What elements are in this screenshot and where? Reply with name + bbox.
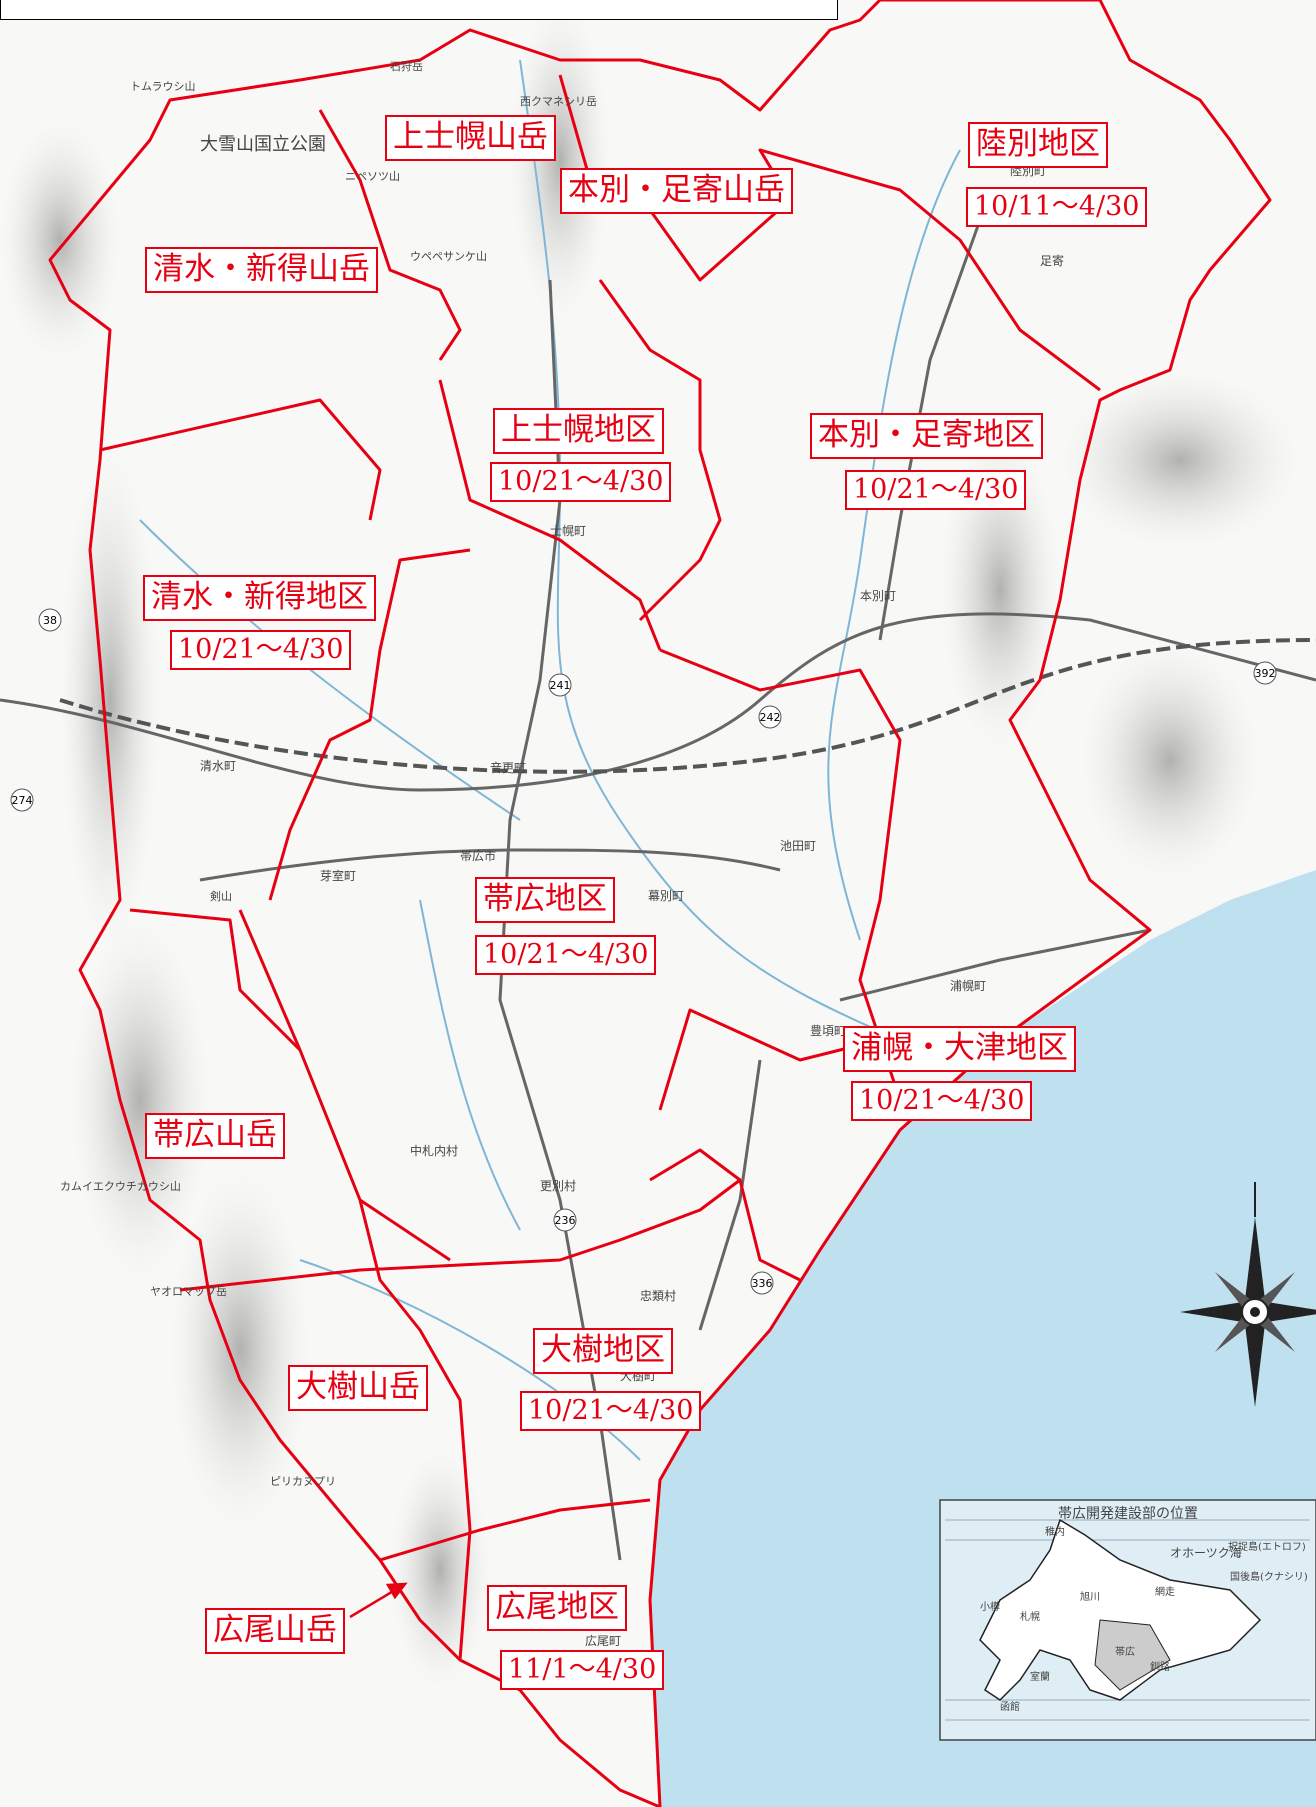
period-taiki: 10/21～4/30 [520, 1391, 702, 1431]
route-shield-241: 241 [548, 673, 572, 697]
mountain-label-tomuraushi: トムラウシ山 [130, 80, 195, 93]
mountain-label-nipesotsu: ニペソツ山 [345, 170, 400, 183]
inset-city-wakkanai: 稚内 [1045, 1525, 1065, 1538]
town-label-otofuke: 音更町 [490, 760, 526, 775]
mountain-label-kamuiekuuchikaushi: カムイエクウチカウシ山 [60, 1180, 181, 1193]
mountain-label-yaoromappu: ヤオロマップ岳 [150, 1285, 227, 1298]
svg-text:242: 242 [760, 711, 781, 724]
town-label-makubetsu: 幕別町 [648, 889, 684, 903]
svg-text:38: 38 [43, 614, 57, 627]
period-hiroo: 11/1～4/30 [500, 1650, 665, 1690]
mountain-label-tsurugi: 剣山 [210, 890, 232, 903]
town-label-urahoro: 浦幌町 [950, 978, 986, 993]
town-label-shihoro: 士幌町 [550, 523, 586, 538]
inset-city-sapporo: 札幌 [1020, 1610, 1040, 1623]
region-label-obihiro-mountain: 帯広山岳 [145, 1113, 285, 1159]
route-shield-392: 392 [1253, 661, 1277, 685]
town-label-churui: 忠類村 [640, 1289, 676, 1303]
region-label-shimizu-shintoku: 清水・新得地区 [143, 575, 376, 621]
route-shield-38: 38 [38, 608, 62, 632]
district-outer-boundary [48, 0, 1272, 1807]
region-label-taiki-mountain: 大樹山岳 [288, 1365, 428, 1411]
title-box-empty [0, 0, 838, 20]
svg-text:274: 274 [12, 794, 33, 807]
region-label-urahoro-otsu: 浦幌・大津地区 [843, 1026, 1076, 1072]
period-shimizu-shintoku: 10/21～4/30 [170, 630, 352, 670]
period-rikubetsu: 10/11～4/30 [966, 187, 1148, 227]
inset-city-kushiro: 釧路 [1150, 1660, 1170, 1673]
route-shields: 38 241 242 236 336 274 392 [10, 608, 1277, 1295]
route-shield-236: 236 [553, 1208, 577, 1232]
inset-title: 帯広開発建設部の位置 [1058, 1506, 1198, 1522]
town-label-memuro: 芽室町 [320, 868, 356, 883]
region-boundaries [48, 0, 1272, 1807]
svg-text:392: 392 [1255, 667, 1276, 680]
town-label-honbetsu: 本別町 [860, 589, 896, 603]
hokkaido-outline [979, 1518, 1262, 1701]
period-honbetsu-ashoro: 10/21～4/30 [845, 470, 1027, 510]
town-label-hiroo: 広尾町 [585, 1634, 621, 1648]
expressway [59, 638, 1316, 774]
inset-city-otaru: 小樽 [980, 1600, 1000, 1613]
region-label-shimizu-shintoku-mountain: 清水・新得山岳 [145, 247, 378, 293]
inset-island-kunashiri: 国後島(クナシリ) [1230, 1570, 1308, 1583]
town-label-nakasatsunai: 中札内村 [410, 1143, 458, 1158]
rivers [139, 59, 961, 1461]
town-label-obihiro: 帯広市 [460, 848, 496, 863]
inset-city-hakodate: 函館 [1000, 1700, 1020, 1713]
town-label-shimizu: 清水町 [200, 759, 236, 773]
inset-sea-label: オホーツク海 [1170, 1545, 1242, 1560]
inset-city-abashiri: 網走 [1155, 1585, 1175, 1598]
region-label-obihiro: 帯広地区 [475, 877, 615, 923]
relief-shading [0, 0, 1300, 1690]
route-shield-242: 242 [758, 705, 782, 729]
inset-city-asahikawa: 旭川 [1080, 1591, 1100, 1603]
inset-city-muroran: 室蘭 [1030, 1670, 1050, 1683]
region-label-kamishihoro: 上士幌地区 [493, 408, 664, 454]
route-shield-274: 274 [10, 788, 34, 812]
obihiro-area-hatch [1094, 1619, 1171, 1691]
region-label-kamishihoro-mountain: 上士幌山岳 [385, 115, 556, 161]
mountain-label-ishikari: 石狩岳 [390, 59, 423, 73]
town-label-ashoro: 足寄 [1040, 253, 1064, 268]
region-label-taiki: 大樹地区 [533, 1328, 673, 1374]
mountain-label-upepesanke: ウペペサンケ山 [410, 250, 487, 263]
region-label-rikubetsu: 陸別地区 [968, 122, 1108, 168]
period-kamishihoro: 10/21～4/30 [490, 462, 672, 502]
region-label-hiroo-mountain: 広尾山岳 [205, 1608, 345, 1654]
town-label-ikeda: 池田町 [780, 839, 816, 853]
hiroo-mountain-pointer [349, 1582, 408, 1619]
map-label-park: 大雪山国立公園 [200, 134, 326, 155]
region-label-hiroo: 広尾地区 [487, 1585, 627, 1631]
svg-text:336: 336 [752, 1277, 773, 1290]
region-label-honbetsu-ashoro-mountain: 本別・足寄山岳 [560, 168, 793, 214]
svg-text:236: 236 [555, 1214, 576, 1227]
svg-text:241: 241 [550, 679, 571, 692]
inset-city-obihiro: 帯広 [1115, 1645, 1135, 1658]
mountain-label-nishikumaneshiri: 西クマネシリ岳 [520, 95, 597, 108]
period-obihiro: 10/21～4/30 [475, 935, 657, 975]
mountain-label-pirikanupuri: ピリカヌプリ [270, 1475, 336, 1488]
town-label-sarabetsu: 更別村 [540, 1179, 576, 1193]
location-inset: 帯広開発建設部の位置 オホーツク海 稚内 旭川 網走 札幌 帯広 釧路 函館 室… [939, 1499, 1316, 1741]
town-label-toyokoro: 豊頃町 [810, 1024, 846, 1038]
inset-island-etorofu: 択捉島(エトロフ) [1228, 1540, 1306, 1553]
region-label-honbetsu-ashoro: 本別・足寄地区 [810, 413, 1043, 459]
period-urahoro-otsu: 10/21～4/30 [851, 1081, 1033, 1121]
compass-rose-icon [1180, 1182, 1316, 1407]
route-shield-336: 336 [750, 1271, 774, 1295]
